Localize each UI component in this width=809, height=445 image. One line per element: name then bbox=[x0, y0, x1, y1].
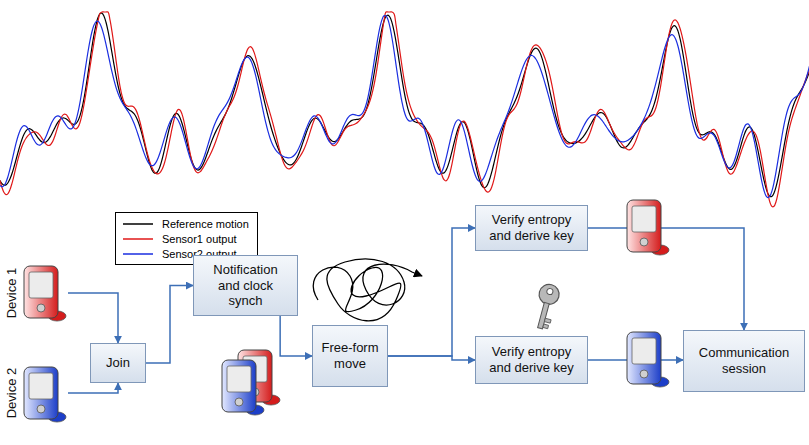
key-icon bbox=[530, 282, 561, 331]
node-label: Communication session bbox=[690, 345, 798, 376]
motion-trace bbox=[0, 16, 809, 198]
node-label: Verify entropy and derive key bbox=[482, 212, 581, 243]
node-label: Notification and clock synch bbox=[206, 262, 285, 309]
legend-line bbox=[123, 253, 153, 255]
flow-arrow bbox=[68, 293, 118, 343]
node-label: Device 1 bbox=[4, 268, 19, 319]
process-box: Communication session bbox=[683, 330, 805, 392]
flow-arrow bbox=[588, 228, 744, 330]
process-box: Join bbox=[90, 343, 146, 383]
device-icon bbox=[627, 332, 669, 387]
legend-entry: Sensor1 output bbox=[122, 231, 249, 246]
process-box: Free-form move bbox=[312, 325, 388, 387]
motion-trace bbox=[0, 12, 809, 207]
process-box: Verify entropy and derive key bbox=[475, 336, 588, 384]
flow-arrow bbox=[280, 316, 312, 356]
legend-line bbox=[123, 223, 153, 225]
node-label: Device 2 bbox=[4, 368, 19, 419]
process-box: Notification and clock synch bbox=[193, 255, 298, 316]
free-form-scribble bbox=[313, 259, 422, 321]
device-icon bbox=[222, 360, 264, 415]
legend-sample bbox=[122, 219, 154, 229]
legend-line bbox=[123, 238, 153, 240]
node-label: Verify entropy and derive key bbox=[482, 344, 581, 375]
legend-sample bbox=[122, 249, 154, 259]
legend-label: Sensor1 output bbox=[162, 233, 237, 245]
node-label: Free-form move bbox=[319, 340, 381, 371]
motion-trace bbox=[0, 13, 809, 197]
device-icon bbox=[627, 200, 669, 255]
legend-entry: Reference motion bbox=[122, 216, 249, 231]
flow-arrow bbox=[68, 383, 118, 393]
device-node: Device 2 bbox=[2, 362, 68, 424]
legend-label: Reference motion bbox=[162, 218, 249, 230]
device-node: Device 1 bbox=[2, 262, 68, 324]
flow-arrow bbox=[146, 286, 193, 364]
process-box: Verify entropy and derive key bbox=[475, 205, 588, 251]
node-label: Join bbox=[97, 355, 139, 371]
flow-arrow bbox=[388, 228, 475, 356]
device-icon bbox=[24, 266, 66, 321]
device-icon bbox=[24, 367, 66, 422]
flow-arrow bbox=[388, 356, 475, 360]
legend-sample bbox=[122, 234, 154, 244]
